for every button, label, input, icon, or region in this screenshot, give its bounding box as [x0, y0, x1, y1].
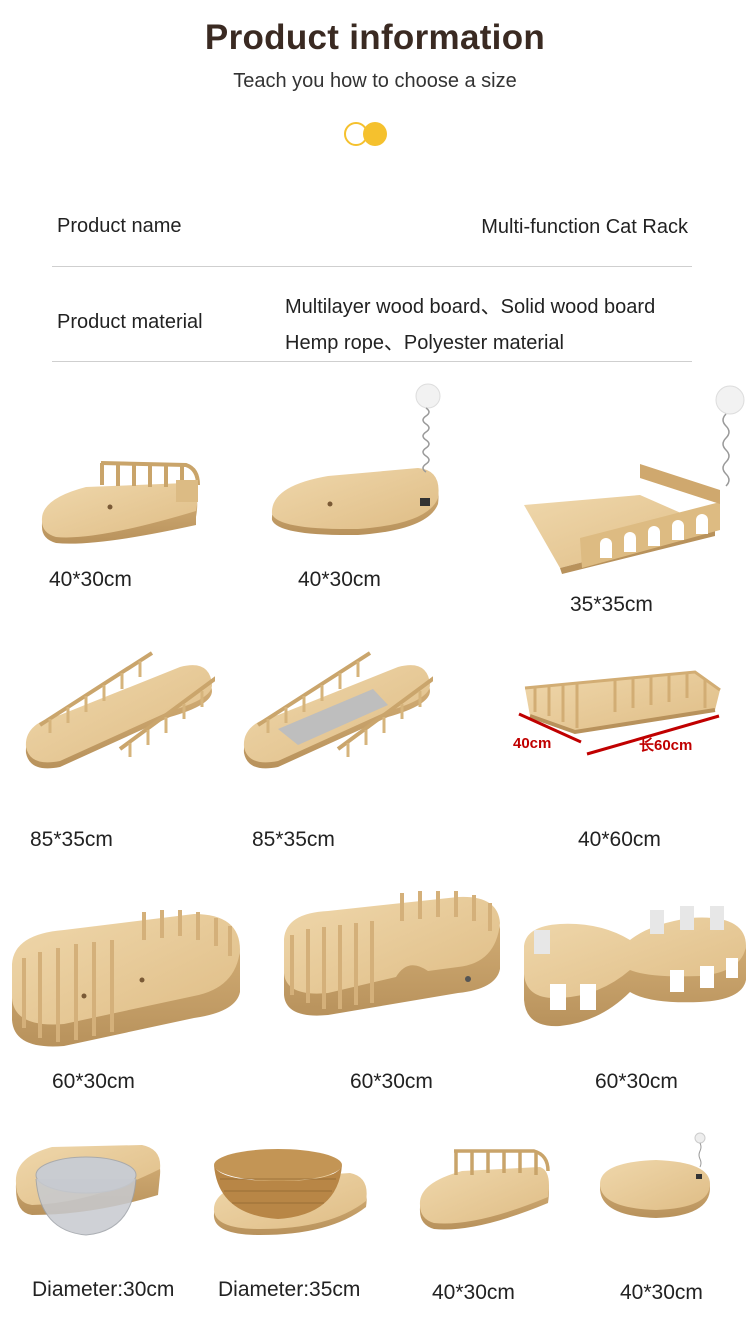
product-image-rattan-basket-shelf — [213, 1149, 367, 1235]
page-subtitle: Teach you how to choose a size — [233, 70, 517, 92]
product-image-figure-eight-bed — [524, 906, 746, 1027]
divider — [52, 361, 692, 362]
product-size-label: 85*35cm — [30, 828, 113, 851]
product-size-label: 40*60cm — [578, 828, 661, 851]
product-image-rounded-shelf-rail — [41, 461, 200, 544]
dim-length-label: 长60cm — [639, 736, 692, 754]
product-image-capsule-bowl — [15, 1145, 161, 1236]
product-image-long-bridge-window — [243, 651, 433, 769]
product-size-label: 40*30cm — [432, 1281, 515, 1304]
product-material-label: Product material — [57, 311, 203, 333]
dot-filled-icon — [363, 122, 387, 146]
product-image-oval-bed-notch — [284, 891, 500, 1016]
product-size-label: 40*30cm — [49, 568, 132, 591]
decorative-dots — [344, 122, 392, 150]
product-size-label: 40*30cm — [298, 568, 381, 591]
product-size-label: 60*30cm — [52, 1070, 135, 1093]
product-material-line1: Multilayer wood board、Solid wood board — [285, 296, 656, 318]
product-size-label: Diameter:35cm — [218, 1278, 361, 1301]
product-size-label: Diameter:30cm — [32, 1278, 175, 1301]
product-image-shelf-with-toy — [271, 383, 441, 536]
divider — [52, 266, 692, 267]
product-name-value: Multi-function Cat Rack — [481, 216, 688, 238]
product-material-line2: Hemp rope、Polyester material — [285, 332, 564, 354]
product-size-label: 35*35cm — [570, 593, 653, 616]
product-size-label: 60*30cm — [595, 1070, 678, 1093]
product-image-square-shelf-arches — [524, 385, 745, 574]
page-title: Product information — [204, 18, 546, 57]
product-image-oval-bed — [12, 910, 240, 1047]
product-size-label: 85*35cm — [252, 828, 335, 851]
product-size-label: 40*30cm — [620, 1281, 703, 1304]
product-image-small-rail-shelf — [419, 1149, 550, 1230]
product-name-label: Product name — [57, 215, 182, 237]
product-image-long-bridge — [25, 651, 215, 769]
product-image-bed-with-dimensions: 40cm 长60cm — [513, 670, 721, 756]
dim-width-label: 40cm — [513, 735, 551, 752]
product-size-label: 60*30cm — [350, 1070, 433, 1093]
product-image-round-shelf-toy — [600, 1132, 710, 1218]
